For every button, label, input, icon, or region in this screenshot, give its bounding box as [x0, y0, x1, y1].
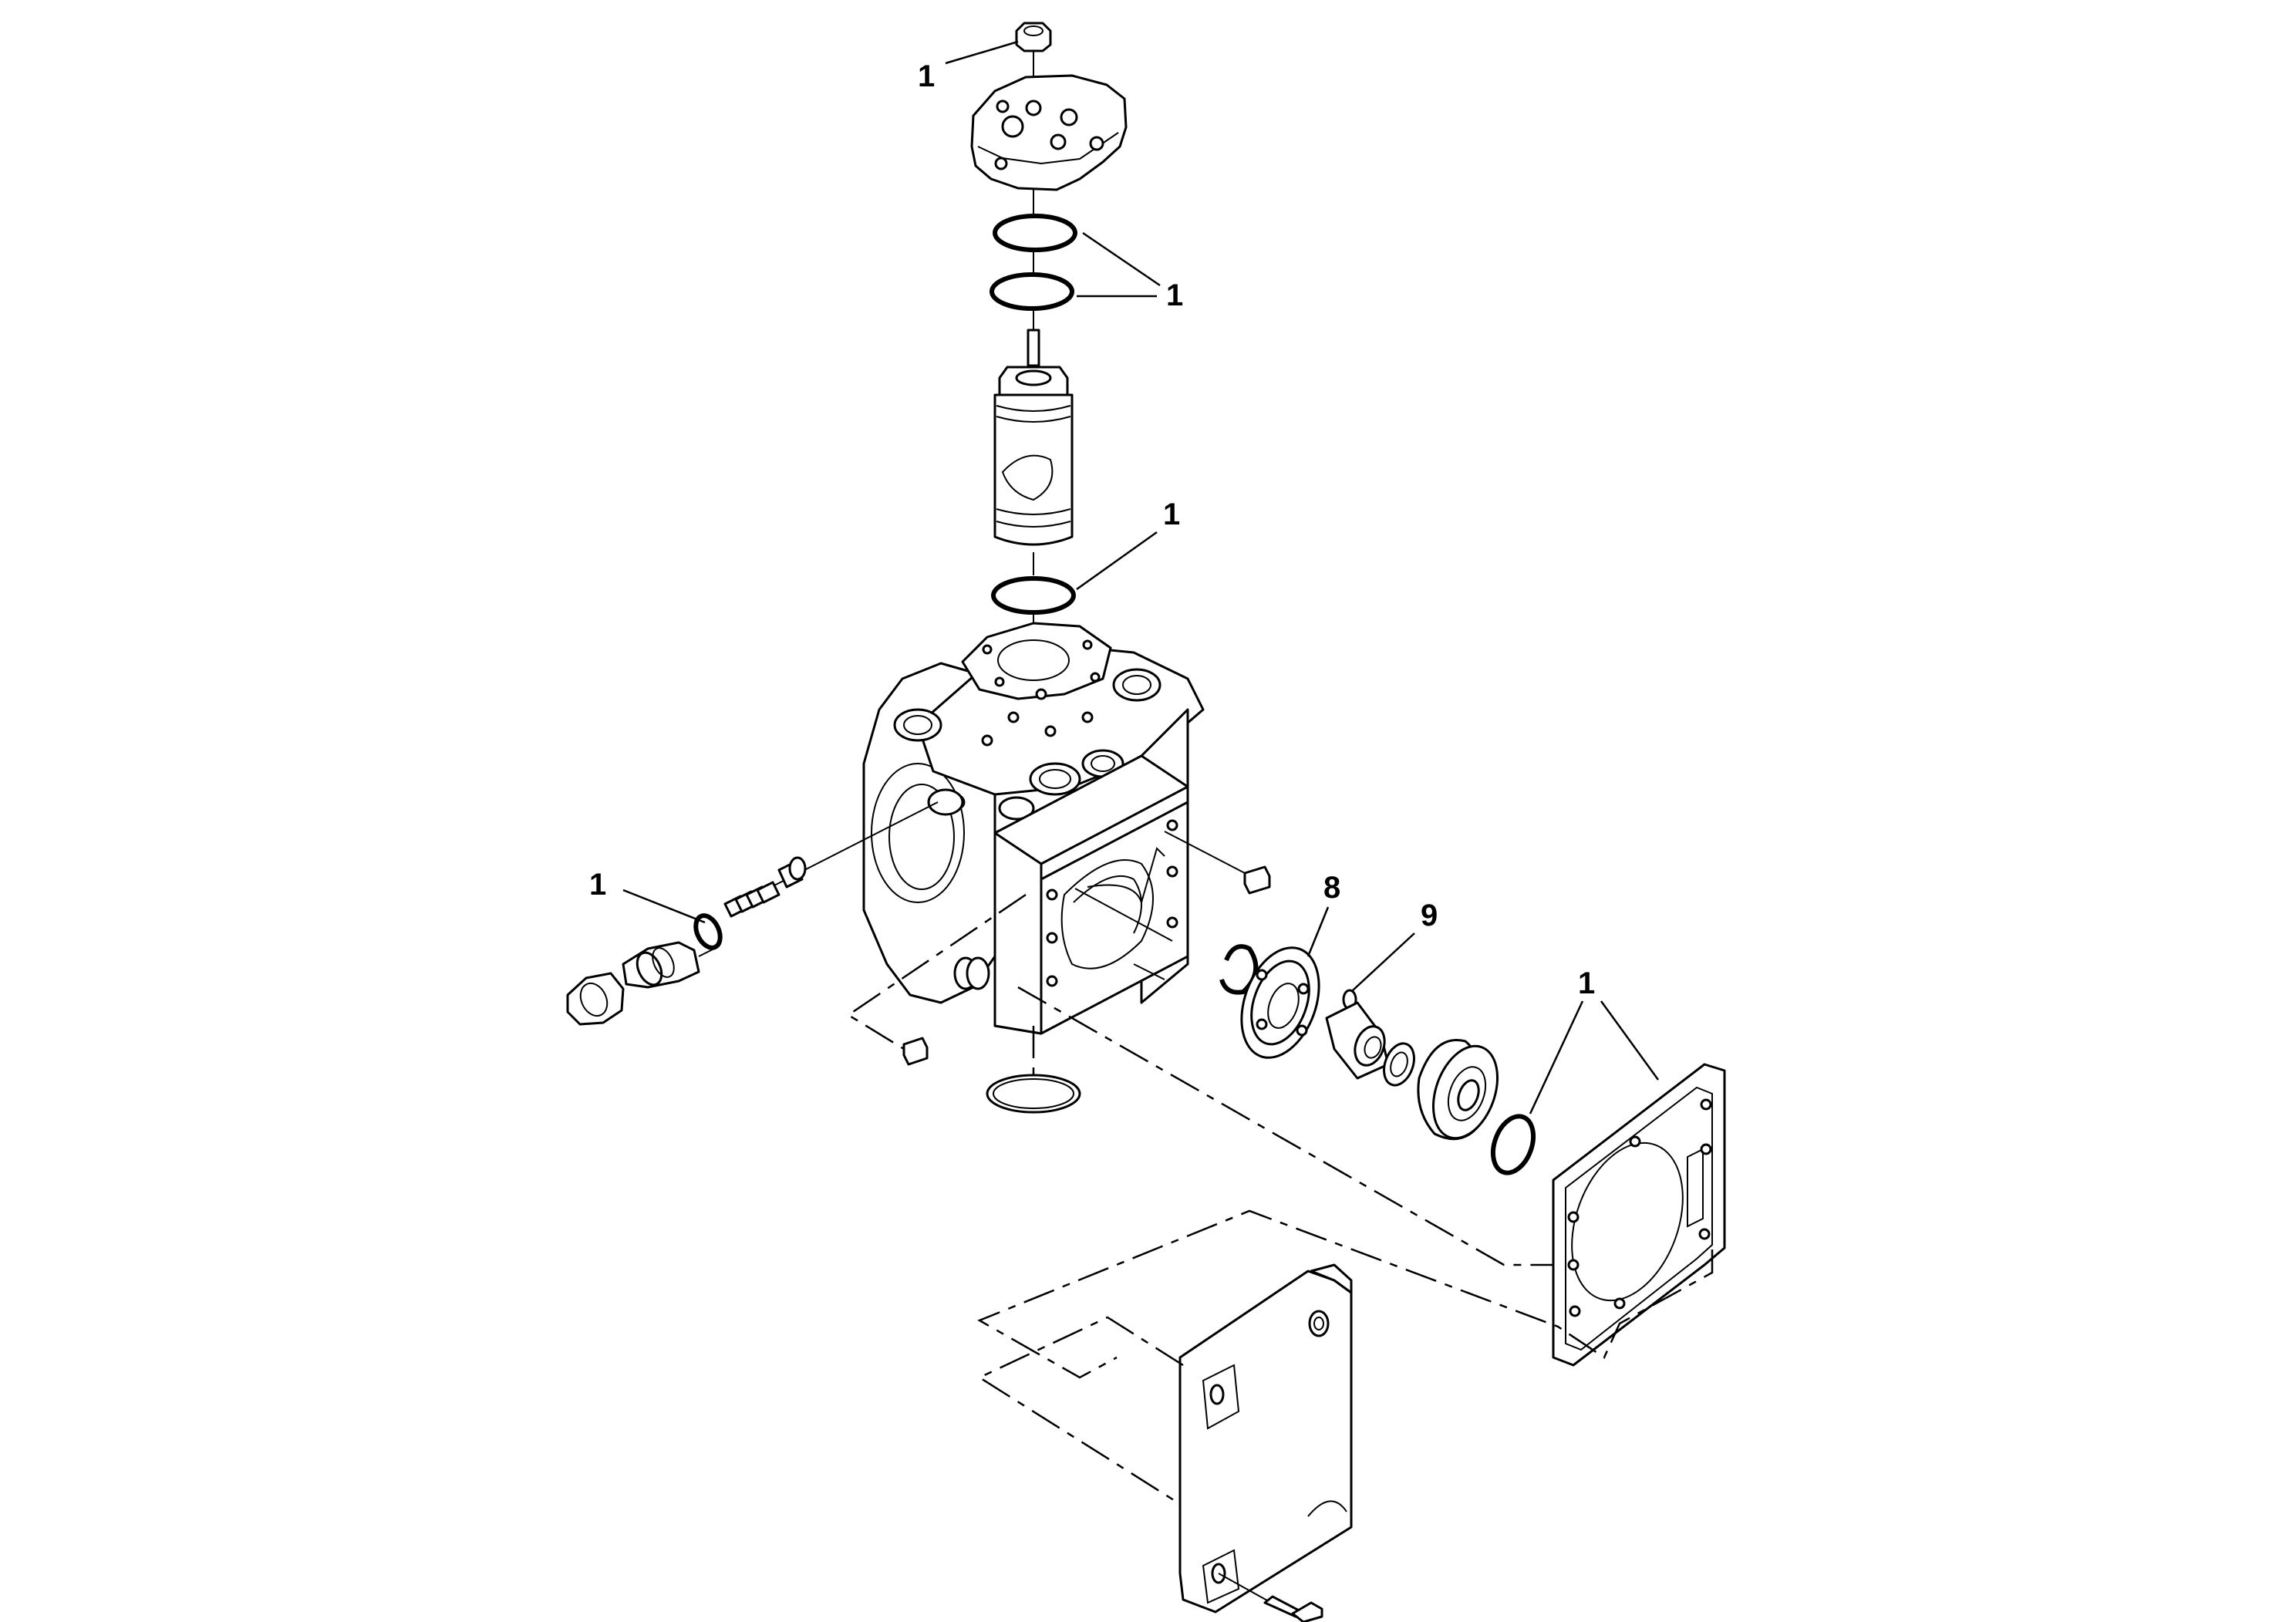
valve-body [622, 941, 718, 989]
pump-housing [862, 622, 1205, 1035]
o-ring-bottom [986, 1074, 1081, 1114]
plug-bottom [902, 1037, 929, 1066]
shaft-seal [1417, 1039, 1499, 1141]
relief-valve-assembly [566, 801, 939, 1026]
control-cover [970, 74, 1128, 191]
cap-nut [1015, 22, 1052, 99]
svg-text:9: 9 [1421, 899, 1438, 932]
callout-8: 8 [1306, 871, 1340, 957]
spool-cartridge [993, 309, 1074, 575]
hex-fitting [566, 972, 625, 1026]
svg-text:1: 1 [1578, 966, 1595, 1000]
gasket [1552, 1063, 1726, 1367]
o-ring-upper [993, 214, 1077, 252]
o-ring-spool [991, 576, 1076, 615]
callout-9: 9 [1352, 899, 1438, 991]
callout-1-gasket: 1 [1529, 966, 1660, 1114]
svg-text:1: 1 [918, 59, 935, 93]
spring [723, 881, 781, 918]
end-cover [1178, 1263, 1353, 1614]
gerotor-ring [1240, 946, 1320, 1059]
callout-1-top: 1 [918, 40, 1019, 93]
washer [1383, 1042, 1415, 1087]
svg-text:1: 1 [1166, 278, 1183, 312]
plug-right [1243, 865, 1271, 895]
o-ring-seal [1490, 1114, 1536, 1175]
o-ring-lower [990, 272, 1074, 311]
callout-1-orings: 1 [1077, 231, 1183, 312]
screw [1218, 1573, 1323, 1622]
svg-text:1: 1 [1163, 497, 1180, 531]
bearing-sleeve [1325, 1001, 1390, 1080]
callout-1-relief: 1 [589, 868, 706, 924]
svg-text:1: 1 [589, 868, 606, 902]
callout-1-spool-ring: 1 [1076, 497, 1180, 591]
svg-text:8: 8 [1323, 871, 1340, 905]
